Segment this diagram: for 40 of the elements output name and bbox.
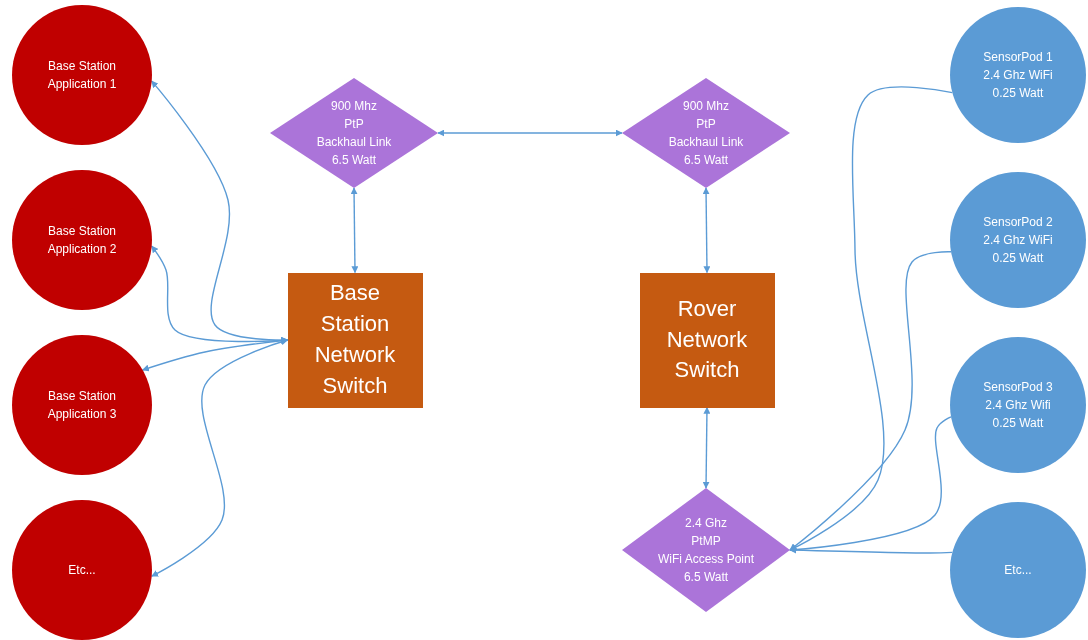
node-label: 6.5 Watt	[683, 152, 729, 169]
radio-diamond	[622, 78, 790, 188]
switch-box	[639, 272, 775, 408]
node-label: 2.4 Ghz WiFi	[983, 67, 1053, 84]
connector-arrow	[151, 338, 289, 577]
node-label: 2.4 Ghz Wifi	[985, 397, 1051, 414]
node-label: PtP	[696, 116, 716, 133]
node-label: 0.25 Watt	[992, 415, 1044, 432]
node-label: SensorPod 1	[983, 49, 1053, 66]
node-label: Base Station Application 2	[46, 223, 118, 258]
node-label: 2.4 Ghz	[685, 515, 727, 532]
node-label: PtP	[344, 116, 364, 133]
connector-arrow	[789, 251, 952, 551]
node-label: Backhaul Link	[316, 134, 392, 151]
node-label: 6.5 Watt	[683, 569, 729, 586]
connector-arrow	[350, 187, 359, 274]
access-point-diamond	[622, 488, 790, 612]
connector-arrow	[702, 406, 711, 489]
node-label: Etc...	[68, 562, 96, 579]
node-label: Etc...	[1004, 562, 1032, 579]
switch-box	[287, 272, 423, 408]
node-label: SensorPod 3	[983, 379, 1053, 396]
node-label: Backhaul Link	[668, 134, 744, 151]
node-label: PtMP	[691, 533, 721, 550]
node-label: 900 Mhz	[683, 98, 729, 115]
node-label: Base Station Application 1	[46, 58, 118, 93]
node-label: 2.4 Ghz WiFi	[983, 232, 1053, 249]
node-label: 0.25 Watt	[992, 85, 1044, 102]
node-label: WiFi Access Point	[658, 551, 754, 568]
connector-arrow	[702, 187, 711, 274]
node-label: 6.5 Watt	[331, 152, 377, 169]
node-label: Base Station Network Switch	[313, 279, 397, 400]
node-label: Base Station Application 3	[46, 388, 118, 423]
radio-diamond	[270, 78, 438, 188]
node-label: SensorPod 2	[983, 214, 1053, 231]
node-label: 900 Mhz	[331, 98, 377, 115]
node-label: Rover Network Switch	[665, 294, 749, 385]
node-label: 0.25 Watt	[992, 250, 1044, 267]
connector-arrow	[789, 546, 954, 554]
connector-arrow	[437, 129, 623, 137]
